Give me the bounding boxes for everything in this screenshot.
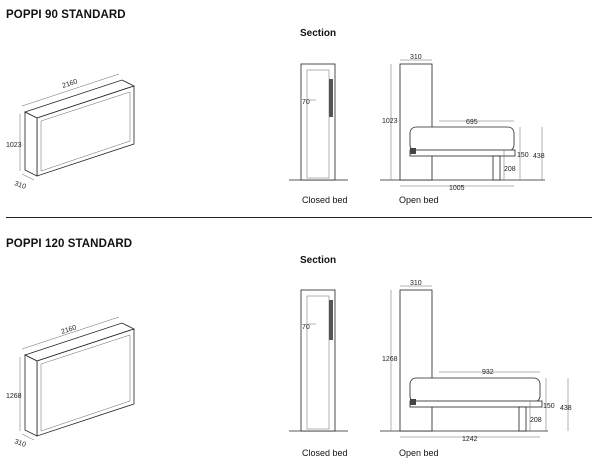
dim-leg-208-poppi-120: 208 <box>530 417 542 424</box>
closed-bed-caption-poppi-120: Closed bed <box>302 448 348 458</box>
dim-total-depth-poppi-90: 1005 <box>449 185 465 192</box>
section-label-poppi-120: Section <box>300 255 337 266</box>
section-label-poppi-90: Section <box>300 28 337 39</box>
product-title-poppi-120: POPPI 120 STANDARD <box>6 238 133 250</box>
open-bed-caption-poppi-120: Open bed <box>399 448 439 458</box>
dim-height-poppi-120: 1268 <box>6 393 22 400</box>
dim-top-depth-poppi-120: 310 <box>410 280 422 287</box>
dim-height-poppi-90: 1023 <box>6 142 22 149</box>
dim-depth-poppi-120: 310 <box>13 438 26 449</box>
open-bed-section-poppi-120 <box>380 285 569 438</box>
dim-depth-poppi-90: 310 <box>13 180 26 191</box>
dim-width-poppi-120: 2160 <box>60 324 77 336</box>
cabinet-isometric-poppi-120 <box>19 316 136 441</box>
dim-mattress-poppi-90: 695 <box>466 119 478 126</box>
open-bed-section-poppi-90 <box>380 59 545 187</box>
dim-leg-208-poppi-90: 208 <box>504 166 516 173</box>
dim-open-height-poppi-120: 1268 <box>382 356 398 363</box>
dim-closed-inner-poppi-90: 70 <box>302 99 310 106</box>
dim-leg-150-poppi-120: 150 <box>543 403 555 410</box>
closed-bed-section-poppi-90 <box>289 63 348 181</box>
dim-width-poppi-90: 2160 <box>61 78 78 90</box>
dim-bed-height-poppi-120: 438 <box>560 405 572 412</box>
closed-bed-caption-poppi-90: Closed bed <box>302 195 348 205</box>
dim-top-depth-poppi-90: 310 <box>410 54 422 61</box>
dim-leg-150-poppi-90: 150 <box>517 152 529 159</box>
product-title-poppi-90: POPPI 90 STANDARD <box>6 9 126 21</box>
closed-bed-section-poppi-120 <box>289 289 348 432</box>
dim-total-depth-poppi-120: 1242 <box>462 436 478 443</box>
dim-closed-inner-poppi-120: 70 <box>302 324 310 331</box>
dim-mattress-poppi-120: 932 <box>482 369 494 376</box>
open-bed-caption-poppi-90: Open bed <box>399 195 439 205</box>
section-divider <box>6 217 592 218</box>
dim-open-height-poppi-90: 1023 <box>382 118 398 125</box>
dim-bed-height-poppi-90: 438 <box>533 153 545 160</box>
cabinet-isometric-poppi-90 <box>19 73 136 181</box>
